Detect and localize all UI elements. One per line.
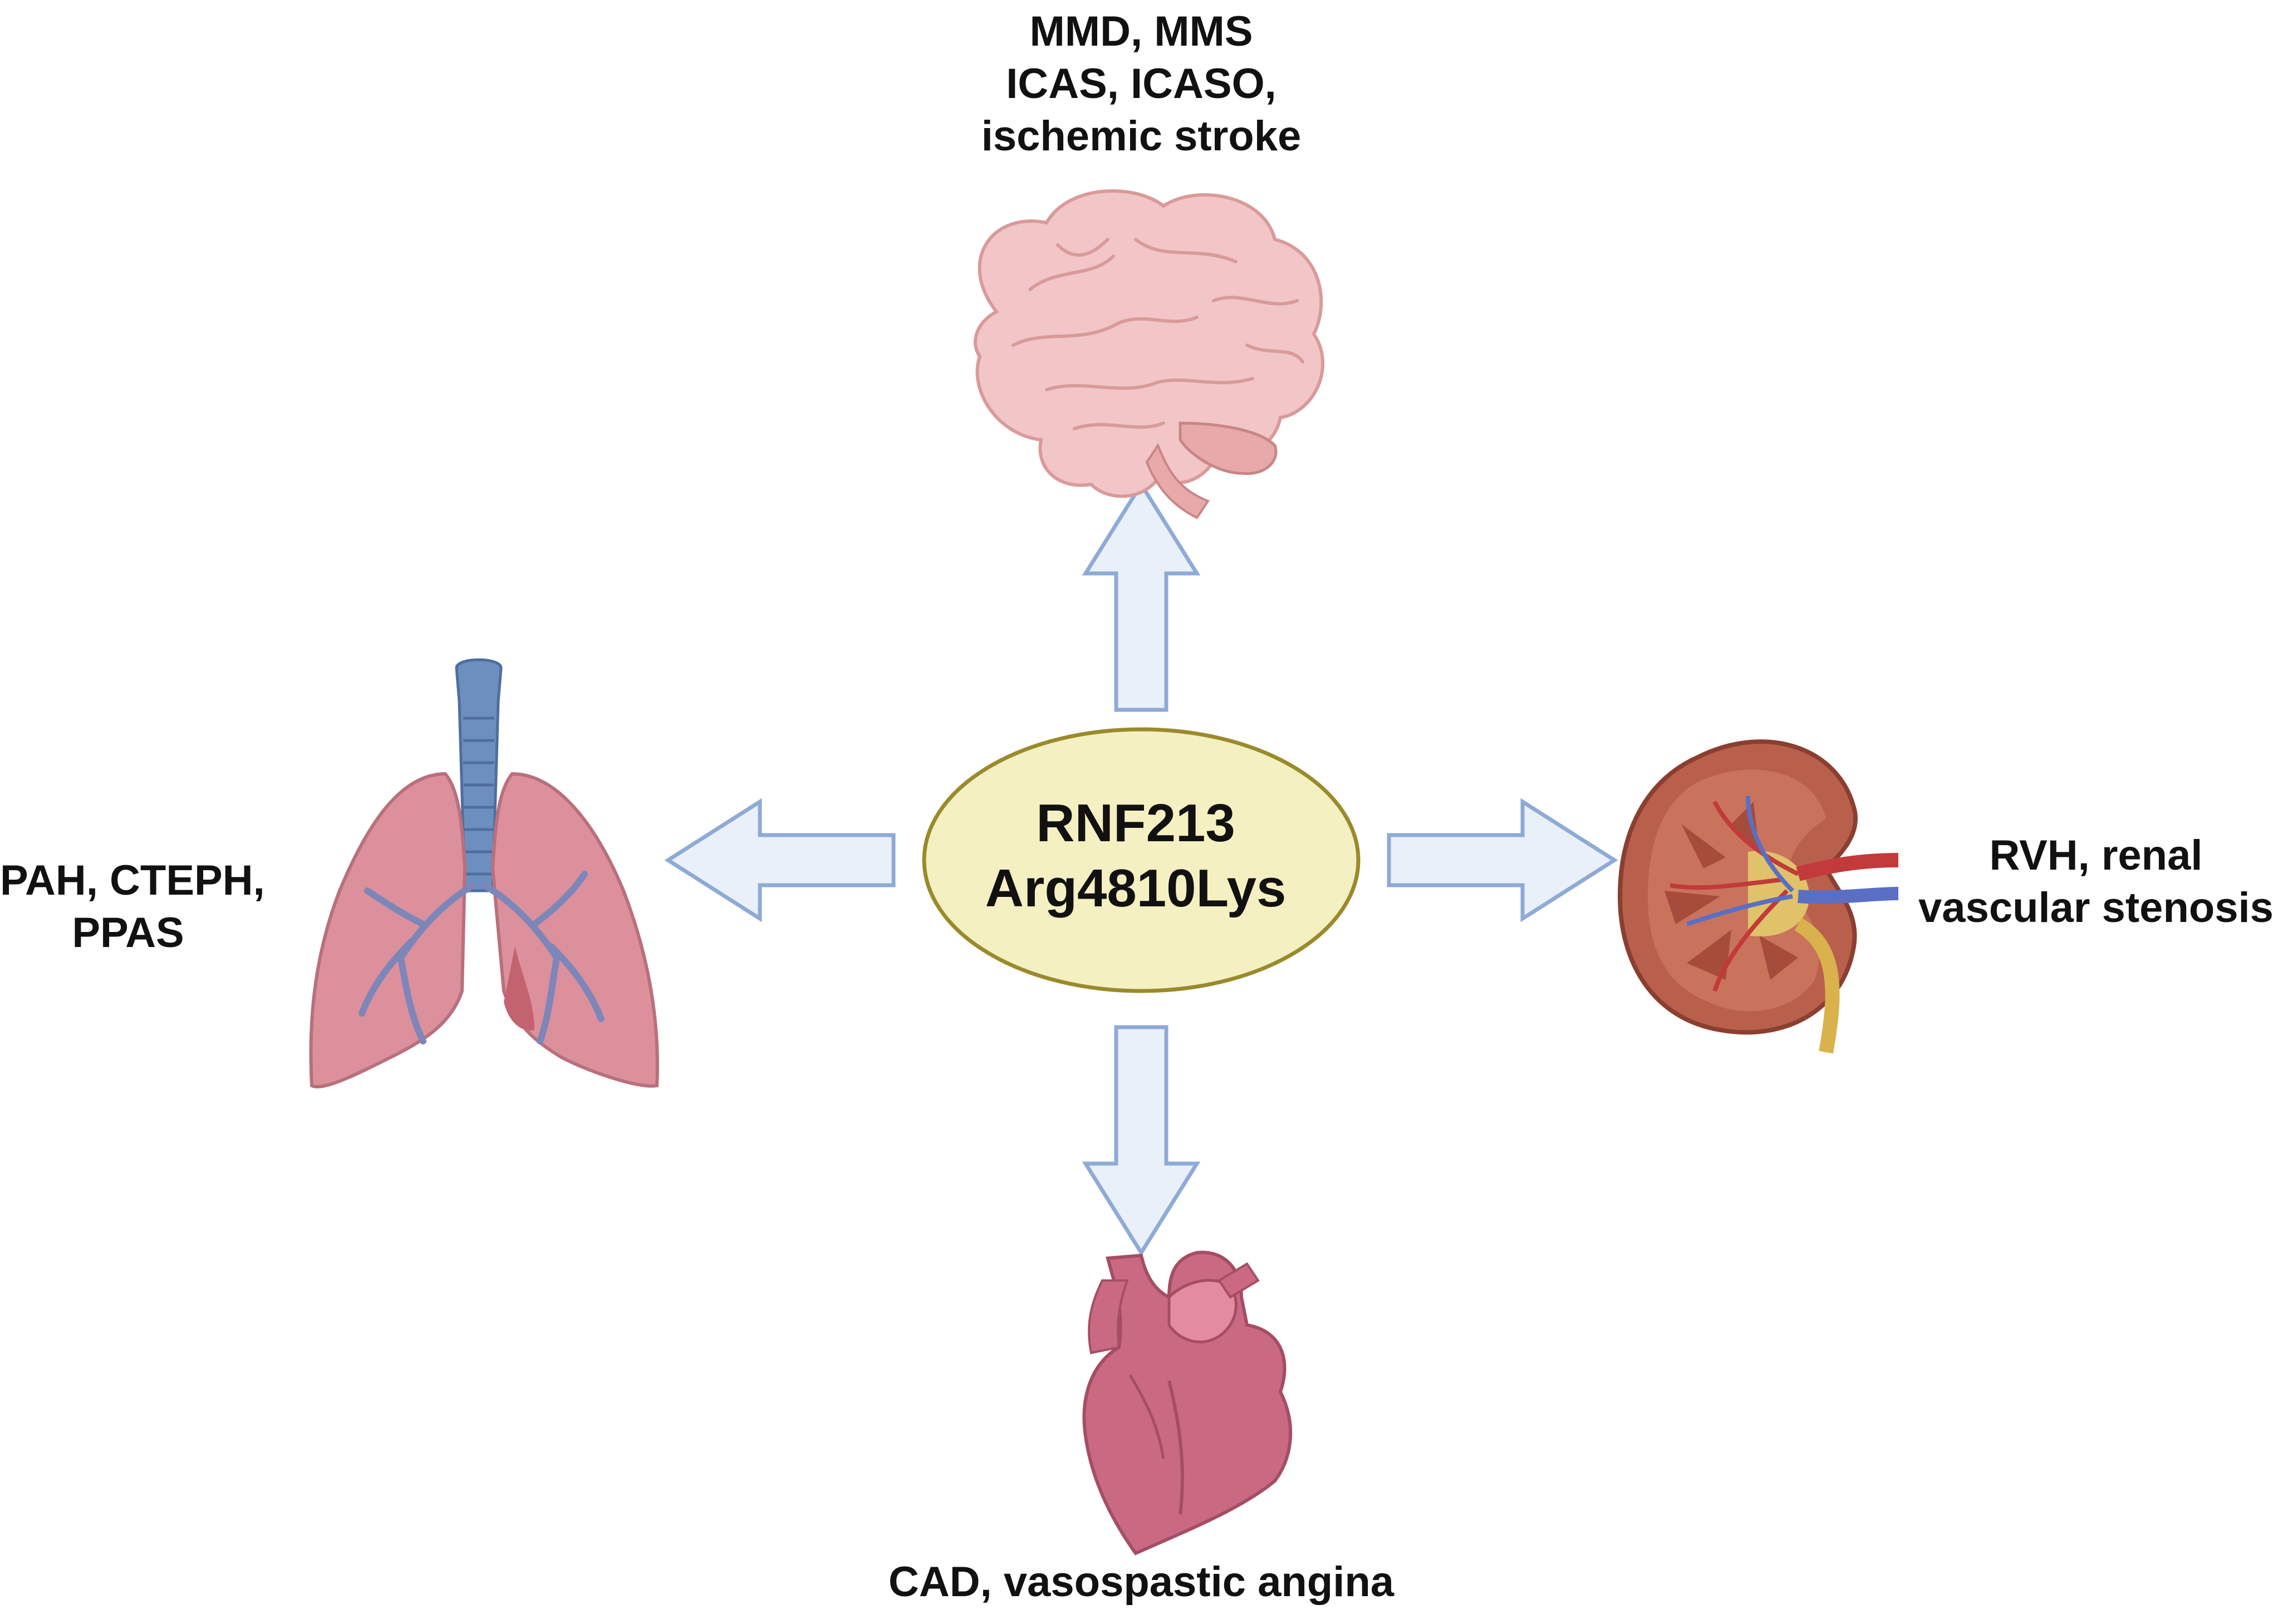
center-ellipse xyxy=(922,727,1361,993)
heart-label-line-1: CAD, vasospastic angina xyxy=(888,1558,1395,1606)
lungs-icon xyxy=(309,658,659,1088)
arrow-up xyxy=(1082,480,1201,712)
arrow-down xyxy=(1082,1025,1201,1257)
kidney-icon xyxy=(1617,739,1899,1054)
brain-label-line-3: ischemic stroke xyxy=(981,112,1302,160)
lungs-label-line-2: PPAS xyxy=(72,909,184,957)
brain-label: MMD, MMS ICAS, ICASO, ischemic stroke xyxy=(919,6,1364,163)
arrow-left xyxy=(664,798,896,923)
center-label: RNF213 Arg4810Lys xyxy=(913,791,1358,921)
brain-icon xyxy=(973,189,1325,519)
heart-label: CAD, vasospastic angina xyxy=(863,1556,1420,1608)
kidney-label: RVH, renal vascular stenosis xyxy=(1909,830,2282,934)
brain-label-line-1: MMD, MMS xyxy=(1029,8,1253,55)
arrow-right xyxy=(1387,798,1618,923)
kidney-label-line-1: RVH, renal xyxy=(1989,832,2203,879)
center-label-line-1: RNF213 xyxy=(1036,793,1235,853)
lungs-label-line-1: PAH, CTEPH, xyxy=(0,857,265,904)
kidney-label-line-2: vascular stenosis xyxy=(1918,884,2274,932)
heart-icon xyxy=(1082,1250,1293,1556)
brain-label-line-2: ICAS, ICASO, xyxy=(1006,60,1276,108)
center-label-line-2: Arg4810Lys xyxy=(985,858,1287,919)
lungs-label: PAH, CTEPH, PPAS xyxy=(0,855,265,959)
